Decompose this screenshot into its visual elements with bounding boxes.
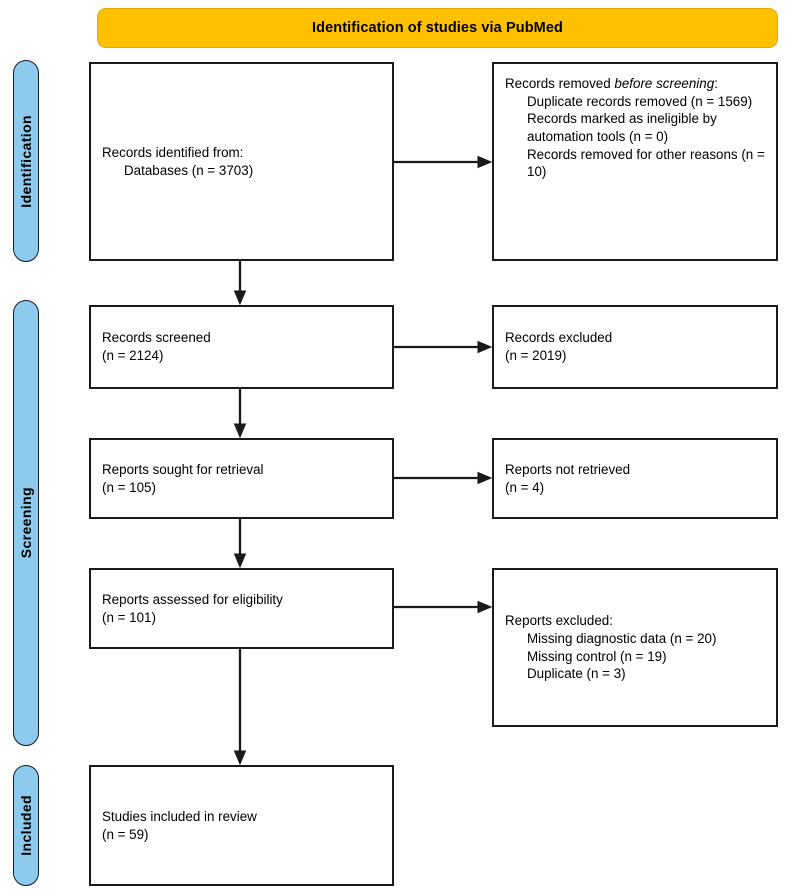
box-reports-sought-text: Reports sought for retrieval (n = 105) [102, 461, 381, 496]
box-records-identified-text: Records identified from: Databases (n = 3… [102, 144, 381, 179]
stage-pill-screening: Screening [13, 300, 39, 746]
records-identified-line2: Databases (n = 3703) [124, 162, 254, 178]
records-screened-line1: Records screened [102, 330, 211, 346]
reports-excluded-heading: Reports excluded: [505, 613, 613, 629]
box-reports-not-retrieved: Reports not retrieved (n = 4) [492, 438, 778, 519]
box-records-removed-text: Records removed before screening: Duplica… [505, 75, 765, 181]
removed-before-item-1: Duplicate records removed (n = 1569) [527, 93, 753, 109]
box-records-screened-text: Records screened (n = 2124) [102, 329, 381, 364]
reports-assessed-line1: Reports assessed for eligibility [102, 591, 283, 607]
reports-sought-line1: Reports sought for retrieval [102, 461, 264, 477]
removed-before-item-2: Records marked as ineligible by automati… [527, 111, 721, 145]
box-records-removed-before-screening: Records removed before screening: Duplica… [492, 62, 778, 261]
box-records-excluded-text: Records excluded (n = 2019) [505, 329, 765, 364]
arrow-sought-to-not-retrieved [394, 471, 493, 485]
studies-included-line1: Studies included in review [102, 808, 257, 824]
box-reports-excluded: Reports excluded:Missing diagnostic data… [492, 568, 778, 727]
box-studies-included-text: Studies included in review (n = 59) [102, 808, 381, 843]
box-reports-not-retrieved-text: Reports not retrieved (n = 4) [505, 461, 765, 496]
stage-pill-label-included: Included [18, 795, 34, 856]
box-reports-excluded-text: Reports excluded:Missing diagnostic data… [505, 612, 765, 683]
stage-pill-included: Included [13, 765, 39, 886]
arrow-screened-to-sought [233, 389, 247, 439]
reports-sought-line2: (n = 105) [102, 479, 156, 495]
box-reports-sought-for-retrieval: Reports sought for retrieval (n = 105) [89, 438, 394, 519]
reports-not-retrieved-line2: (n = 4) [505, 479, 545, 495]
reports-excluded-item-2: Missing control (n = 19) [527, 648, 667, 664]
removed-before-heading-post: : [714, 76, 718, 91]
box-records-screened: Records screened (n = 2124) [89, 305, 394, 389]
arrow-screened-to-excluded [394, 340, 493, 354]
reports-excluded-item-1: Missing diagnostic data (n = 20) [527, 630, 717, 646]
studies-included-line2: (n = 59) [102, 826, 149, 842]
removed-before-heading-pre: Records removed [505, 76, 615, 91]
reports-assessed-line2: (n = 101) [102, 609, 156, 625]
stage-pill-identification: Identification [13, 60, 39, 262]
reports-not-retrieved-line1: Reports not retrieved [505, 461, 631, 477]
removed-before-item-3: Records removed for other reasons (n = 1… [527, 146, 769, 180]
arrow-assessed-to-excluded-reports [394, 600, 493, 614]
records-excluded-line1: Records excluded [505, 330, 613, 346]
phase-banner-label: Identification of studies via PubMed [312, 19, 563, 36]
stage-pill-label-identification: Identification [18, 114, 34, 208]
reports-excluded-item-3: Duplicate (n = 3) [527, 666, 626, 682]
arrow-sought-to-assessed [233, 519, 247, 569]
arrow-assessed-to-included [233, 649, 247, 766]
removed-before-heading-emphasis: before screening [614, 76, 715, 91]
box-records-excluded: Records excluded (n = 2019) [492, 305, 778, 389]
records-excluded-line2: (n = 2019) [505, 348, 567, 363]
box-studies-included-in-review: Studies included in review (n = 59) [89, 765, 394, 886]
records-screened-line2: (n = 2124) [102, 348, 164, 363]
arrow-identified-to-screened [233, 261, 247, 306]
box-reports-assessed-for-eligibility: Reports assessed for eligibility (n = 10… [89, 568, 394, 649]
box-reports-assessed-text: Reports assessed for eligibility (n = 10… [102, 591, 381, 626]
box-records-identified: Records identified from: Databases (n = 3… [89, 62, 394, 261]
phase-banner-identification: Identification of studies via PubMed [97, 8, 778, 48]
arrow-identified-to-removed [394, 155, 493, 169]
stage-pill-label-screening: Screening [18, 487, 34, 559]
records-identified-line1: Records identified from: [102, 144, 244, 160]
